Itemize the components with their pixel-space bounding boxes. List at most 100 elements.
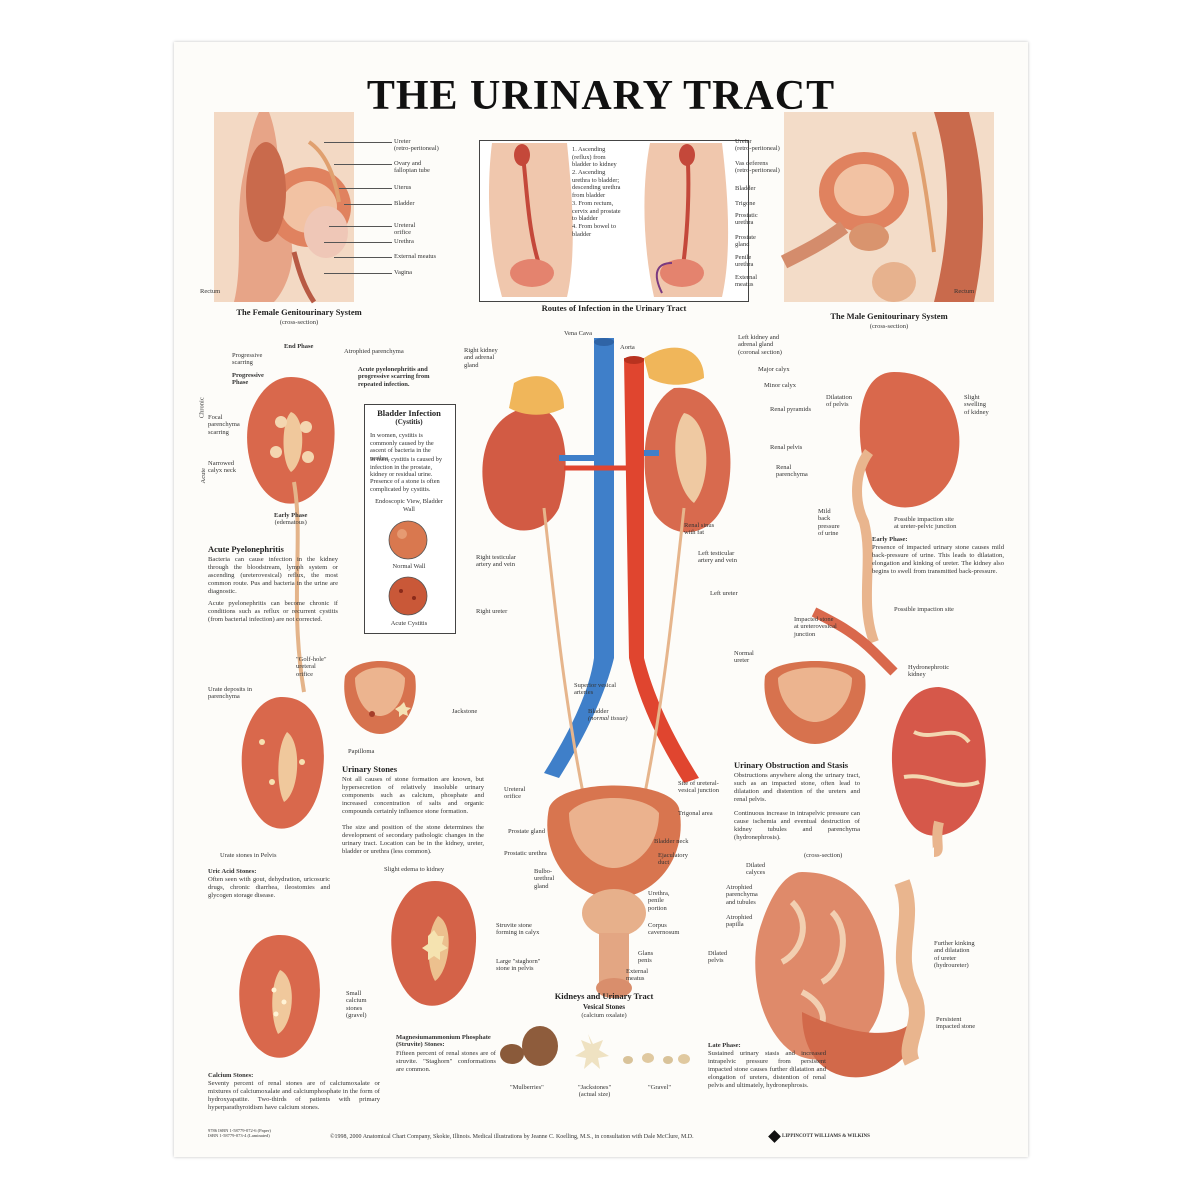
- pyelo-heading: Acute Pyelonephritis: [208, 544, 284, 554]
- female-label: Rectum: [200, 288, 221, 295]
- female-label: Bladder: [394, 200, 415, 207]
- bladder-infection-text: In men, cystitis is caused by infection …: [370, 456, 443, 479]
- female-label: External meatus: [394, 253, 437, 260]
- female-label: Urethra: [394, 238, 414, 245]
- acute-cystitis-illustration: [388, 576, 428, 616]
- mag-heading: Magnesiumammonium Phosphate (Struvite) S…: [396, 1034, 491, 1049]
- pyelo-text: Acute pyelonephritis can become chronic …: [208, 600, 338, 624]
- leader-line: [344, 204, 392, 205]
- center-label: Renal pelvis: [770, 444, 803, 451]
- male-label: Vas deferens(retro-peritoneal): [735, 160, 780, 175]
- normal-wall-illustration: [388, 520, 428, 560]
- pyelo-label: Chronic: [198, 397, 206, 419]
- obstruction-heading: Urinary Obstruction and Stasis: [734, 760, 849, 770]
- leader-line: [334, 257, 392, 258]
- calcium-kidney-illustration: [239, 935, 320, 1058]
- female-label: Uterus: [394, 184, 412, 191]
- routes-illustration: [489, 143, 729, 297]
- bladder-infection-title: Bladder Infection: [377, 408, 441, 418]
- mag-text: Fifteen percent of renal stones are of s…: [396, 1050, 496, 1074]
- leader-line: [324, 242, 392, 243]
- uric-text: Often seen with gout, dehydration, urico…: [208, 876, 330, 900]
- footer-publisher: LIPPINCOTT WILLIAMS & WILKINS: [768, 1130, 870, 1143]
- obstruction-late-illustration: [755, 872, 925, 1078]
- male-caption: The Male Genitourinary System: [830, 311, 948, 321]
- center-label: Prostatic urethra: [504, 850, 547, 857]
- male-sub: (cross-section): [869, 323, 909, 330]
- obstruction-bladder-illustration: [764, 661, 866, 744]
- vesical-stones-illustration: [500, 1026, 690, 1069]
- footer-copyright: ©1998, 2000 Anatomical Chart Company, Sk…: [330, 1134, 694, 1140]
- hydronephrotic-kidney-illustration: [891, 687, 986, 857]
- female-sub: (cross-section): [279, 319, 319, 326]
- leader-line: [339, 188, 392, 189]
- pyelo-label: Acute: [200, 467, 208, 484]
- vesical-sub: (calcium oxalate): [581, 1012, 627, 1019]
- urate-kidney-illustration: [241, 697, 324, 829]
- center-label: Renal pyramids: [770, 406, 811, 413]
- center-label: Bladder neck: [654, 838, 689, 845]
- leader-line: [334, 164, 392, 165]
- pyelo-label: Early Phase(edematous): [274, 512, 308, 527]
- footer-isbn: 9786 ISBN 1-58779-072-6 (Paper)ISBN 1-58…: [208, 1128, 271, 1138]
- vesical-label: "Gravel": [648, 1084, 671, 1091]
- calcium-heading: Calcium Stones:: [208, 1072, 254, 1079]
- routes-caption: Routes of Infection in the Urinary Tract: [541, 303, 687, 313]
- leader-line: [329, 226, 392, 227]
- center-label: Prostate gland: [508, 828, 546, 835]
- male-illustration: [780, 112, 994, 302]
- late-label: (cross-section): [804, 852, 843, 859]
- male-label: Bladder: [735, 185, 756, 192]
- page-title: THE URINARY TRACT: [366, 73, 836, 119]
- center-label: Trigonal area: [678, 810, 713, 817]
- stones-text: Not all causes of stone formation are kn…: [342, 776, 484, 816]
- stone-label: Urate stones in Pelvis: [220, 852, 277, 859]
- poster: THE URINARY TRACT The Female Genitourina…: [174, 42, 1028, 1157]
- vesical-title: Vesical Stones: [583, 1003, 625, 1011]
- male-label: Trigone: [735, 200, 756, 207]
- routes-list: 1. Ascending (reflux) from bladder to ki…: [572, 146, 621, 238]
- female-label: Ureter(retro-peritoneal): [394, 138, 439, 153]
- bladder-infection-text: Endoscopic View, Bladder Wall: [375, 498, 443, 513]
- center-label: Aorta: [620, 344, 635, 351]
- bladder-infection-sub: (Cystitis): [395, 418, 423, 426]
- obstruction-label: Possible impaction site: [894, 606, 954, 613]
- center-label: Left ureter: [710, 590, 738, 597]
- center-illustration: [482, 338, 731, 998]
- pyelo-label: Atrophied parenchyma: [344, 348, 404, 355]
- leader-line: [324, 142, 392, 143]
- center-label: Bladder(normal tissue): [588, 708, 628, 723]
- uric-heading: Uric Acid Stones:: [208, 868, 257, 875]
- pyelo-note: Acute pyelonephritis and progressive sca…: [358, 366, 430, 388]
- bladder-infection-text: Presence of a stone is often complicated…: [370, 478, 440, 493]
- obstruction-text: Continuous increase in intrapelvic press…: [734, 810, 860, 842]
- male-label: Rectum: [954, 288, 975, 295]
